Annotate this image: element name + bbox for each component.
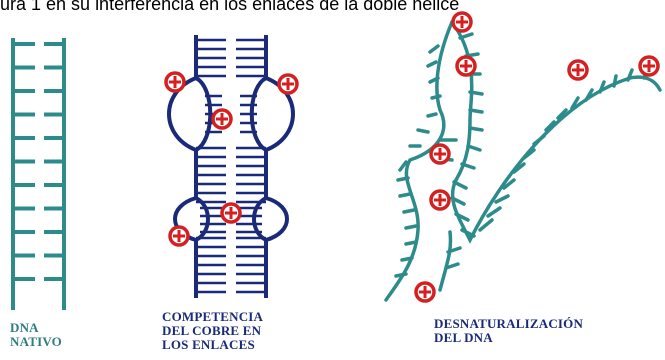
label-copper-competition: COMPETENCIA DEL COBRE EN LOS ENLACES — [162, 310, 263, 352]
base-tick — [418, 130, 428, 132]
base-tick — [468, 146, 480, 150]
label-line: DESNATURALIZACIÓN — [434, 317, 583, 331]
base-tick — [470, 128, 482, 130]
base-tick — [428, 114, 436, 116]
base-tick — [406, 242, 416, 244]
copper-ion-plus-icon — [457, 57, 475, 75]
copper-ion-plus-icon — [453, 13, 471, 31]
copper-ion-plus-icon — [222, 204, 240, 222]
base-tick — [402, 258, 412, 260]
copper-competition-dna — [169, 35, 293, 298]
bubble-right — [254, 198, 287, 240]
base-tick — [496, 196, 508, 202]
base-tick — [400, 194, 410, 196]
base-tick — [396, 274, 406, 276]
label-line: DEL DNA — [434, 331, 583, 345]
copper-ion-plus-icon — [569, 61, 587, 79]
label-native-dna: DNA NATIVO — [10, 321, 62, 349]
base-tick — [488, 208, 500, 216]
label-line: DNA — [10, 321, 62, 335]
base-tick — [398, 178, 408, 180]
copper-ion-plus-icon — [213, 110, 231, 128]
copper-ion-plus-icon — [431, 145, 449, 163]
base-tick — [404, 210, 414, 212]
copper-ion-plus-icon — [640, 57, 658, 75]
native-dna — [13, 40, 64, 308]
label-line: LOS ENLACES — [162, 338, 263, 352]
copper-ion-plus-icon — [279, 75, 297, 93]
base-tick — [406, 226, 416, 228]
label-line: COMPETENCIA — [162, 310, 263, 324]
label-denaturation: DESNATURALIZACIÓN DEL DNA — [434, 317, 583, 345]
denatured-dna — [386, 22, 660, 300]
strand-fragment — [440, 232, 451, 290]
base-tick — [470, 92, 482, 94]
copper-ion-plus-icon — [166, 73, 184, 91]
base-tick — [428, 62, 436, 66]
base-tick — [432, 96, 440, 98]
label-line: NATIVO — [10, 335, 62, 349]
copper-ion-plus-icon — [416, 283, 434, 301]
base-tick — [470, 110, 482, 112]
copper-ion-plus-icon — [170, 227, 188, 245]
base-tick — [430, 46, 438, 52]
label-line: DEL COBRE EN — [162, 324, 263, 338]
base-tick — [614, 76, 616, 86]
copper-ion-plus-icon — [431, 191, 449, 209]
